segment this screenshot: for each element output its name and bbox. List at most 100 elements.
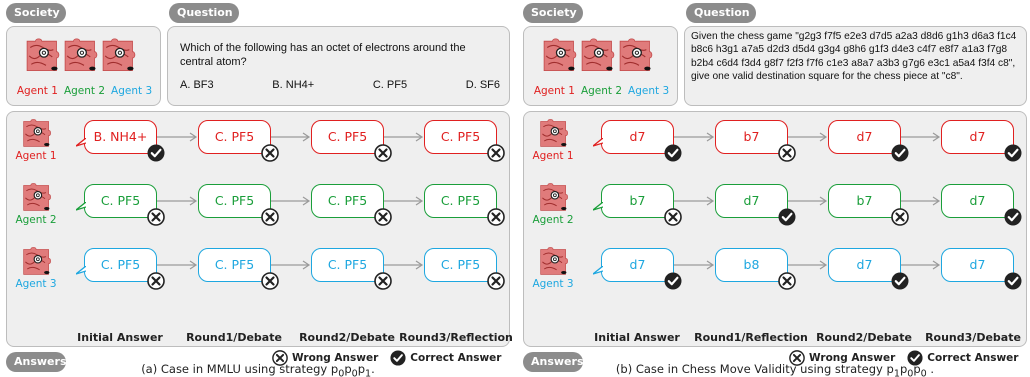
- answer-bubble: C. PF5: [198, 248, 271, 282]
- correct-mark-icon: [1004, 144, 1022, 162]
- wrong-mark-icon: [147, 208, 165, 226]
- answers-tag: Answers: [523, 352, 584, 372]
- caption-sub-1: 0: [338, 368, 345, 377]
- round-label: Round1/Debate: [186, 331, 282, 344]
- answer-bubble: C. PF5: [311, 184, 384, 218]
- wrong-mark-icon: [374, 208, 392, 226]
- speech-tail: [76, 202, 86, 211]
- agent-label: Agent 1: [532, 150, 574, 162]
- connector-arrows: [674, 132, 941, 270]
- answer-bubble: d7: [828, 120, 901, 154]
- society-tag: Society: [523, 3, 583, 23]
- agent-avatar-icon: [26, 38, 60, 71]
- answer-bubble: C. PF5: [424, 184, 497, 218]
- agent-names: Agent 1 Agent 2 Agent 3: [524, 85, 679, 97]
- caption-text: (b) Case in Chess Move Validity using st…: [615, 362, 894, 376]
- wrong-mark-icon: [261, 208, 279, 226]
- answer-bubble: d7: [941, 248, 1014, 282]
- agent-avatar-icon: [23, 247, 51, 275]
- answer-bubble: C. PF5: [198, 120, 271, 154]
- question-text: Which of the following has an octet of e…: [180, 42, 466, 68]
- correct-answer-icon: [907, 350, 923, 366]
- agent-label: Agent 3: [15, 278, 57, 290]
- agent-2-name: Agent 2: [580, 85, 623, 97]
- agent-1-name: Agent 1: [533, 85, 575, 97]
- wrong-answer-icon: [272, 350, 288, 366]
- agent-avatar-icon: [540, 119, 568, 147]
- answer-bubble: d7: [941, 120, 1014, 154]
- legend: Wrong Answer Correct Answer: [272, 350, 501, 366]
- correct-answer-label: Correct Answer: [927, 352, 1019, 364]
- caption-sub-1: 1: [893, 368, 900, 377]
- answer-bubble: C. PF5: [424, 248, 497, 282]
- round-label: Round3/Debate: [925, 331, 1021, 344]
- answer-bubble: C. PF5: [84, 184, 157, 218]
- legend: Wrong Answer Correct Answer: [789, 350, 1018, 366]
- agent-avatar-icon: [64, 38, 98, 71]
- option-c: C. PF5: [372, 79, 408, 91]
- speech-tail: [76, 138, 86, 147]
- panel-chess: Society Question Agent 1 Agent 2 Agent 3…: [521, 0, 1029, 377]
- correct-mark-icon: [147, 144, 165, 162]
- caption-sub-2: 0: [351, 368, 358, 377]
- agent-avatar-icon: [540, 183, 568, 211]
- caption-end: .: [371, 362, 375, 376]
- agent-avatar-icon: [23, 183, 51, 211]
- agent-avatar-icon: [543, 38, 577, 71]
- wrong-mark-icon: [487, 208, 505, 226]
- wrong-mark-icon: [374, 144, 392, 162]
- wrong-mark-icon: [891, 208, 909, 226]
- wrong-mark-icon: [778, 144, 796, 162]
- wrong-mark-icon: [487, 272, 505, 290]
- question-tag: Question: [686, 3, 756, 23]
- round-label: Round2/Debate: [816, 331, 912, 344]
- round-label: Round2/Debate: [299, 331, 395, 344]
- answer-bubble: b7: [601, 184, 674, 218]
- connector-arrows: [157, 132, 424, 270]
- panel-mmlu: Society Question Agent 1 Agent 2 Agent 3…: [4, 0, 513, 377]
- option-d: D. SF6: [465, 79, 500, 91]
- answer-bubble: d7: [828, 248, 901, 282]
- question-box: Given the chess game "g2g3 f7f5 e2e3 d7d…: [684, 26, 1027, 106]
- wrong-mark-icon: [261, 144, 279, 162]
- agent-2-name: Agent 2: [63, 85, 106, 97]
- correct-mark-icon: [891, 272, 909, 290]
- wrong-answer-label: Wrong Answer: [292, 352, 379, 364]
- speech-tail: [593, 138, 603, 147]
- answer-bubble: d7: [601, 248, 674, 282]
- question-options: A. BF3 B. NH4+ C. PF5 D. SF6: [180, 79, 500, 91]
- agent-label: Agent 3: [532, 278, 574, 290]
- correct-mark-icon: [1004, 272, 1022, 290]
- round-label: Initial Answer: [77, 331, 163, 344]
- wrong-answer-label: Wrong Answer: [809, 352, 896, 364]
- caption-end: .: [926, 362, 935, 376]
- agent-3-name: Agent 3: [628, 85, 670, 97]
- agent-avatar-icon: [581, 38, 615, 71]
- answer-bubble: C. PF5: [424, 120, 497, 154]
- round-label: Initial Answer: [594, 331, 680, 344]
- speech-tail: [76, 266, 86, 275]
- agent-names: Agent 1 Agent 2 Agent 3: [7, 85, 162, 97]
- agent-3-name: Agent 3: [111, 85, 153, 97]
- wrong-answer-icon: [789, 350, 805, 366]
- round-label: Round1/Reflection: [694, 331, 808, 344]
- correct-mark-icon: [778, 208, 796, 226]
- answer-bubble: b7: [828, 184, 901, 218]
- caption-text: (a) Case in MMLU using strategy p: [141, 362, 339, 376]
- agent-avatar-icon: [619, 38, 653, 71]
- wrong-mark-icon: [664, 208, 682, 226]
- answer-bubble: d7: [601, 120, 674, 154]
- agent-avatar-icon: [102, 38, 136, 71]
- wrong-mark-icon: [487, 144, 505, 162]
- round-label: Round3/Reflection: [399, 331, 513, 344]
- wrong-mark-icon: [147, 272, 165, 290]
- question-text: Given the chess game "g2g3 f7f5 e2e3 d7d…: [691, 31, 1017, 82]
- correct-mark-icon: [664, 144, 682, 162]
- agent-avatar-icon: [540, 247, 568, 275]
- society-avatars: [543, 38, 653, 71]
- answer-bubble: d7: [941, 184, 1014, 218]
- caption-sub-3: 1: [365, 368, 372, 377]
- answer-bubble: C. PF5: [311, 248, 384, 282]
